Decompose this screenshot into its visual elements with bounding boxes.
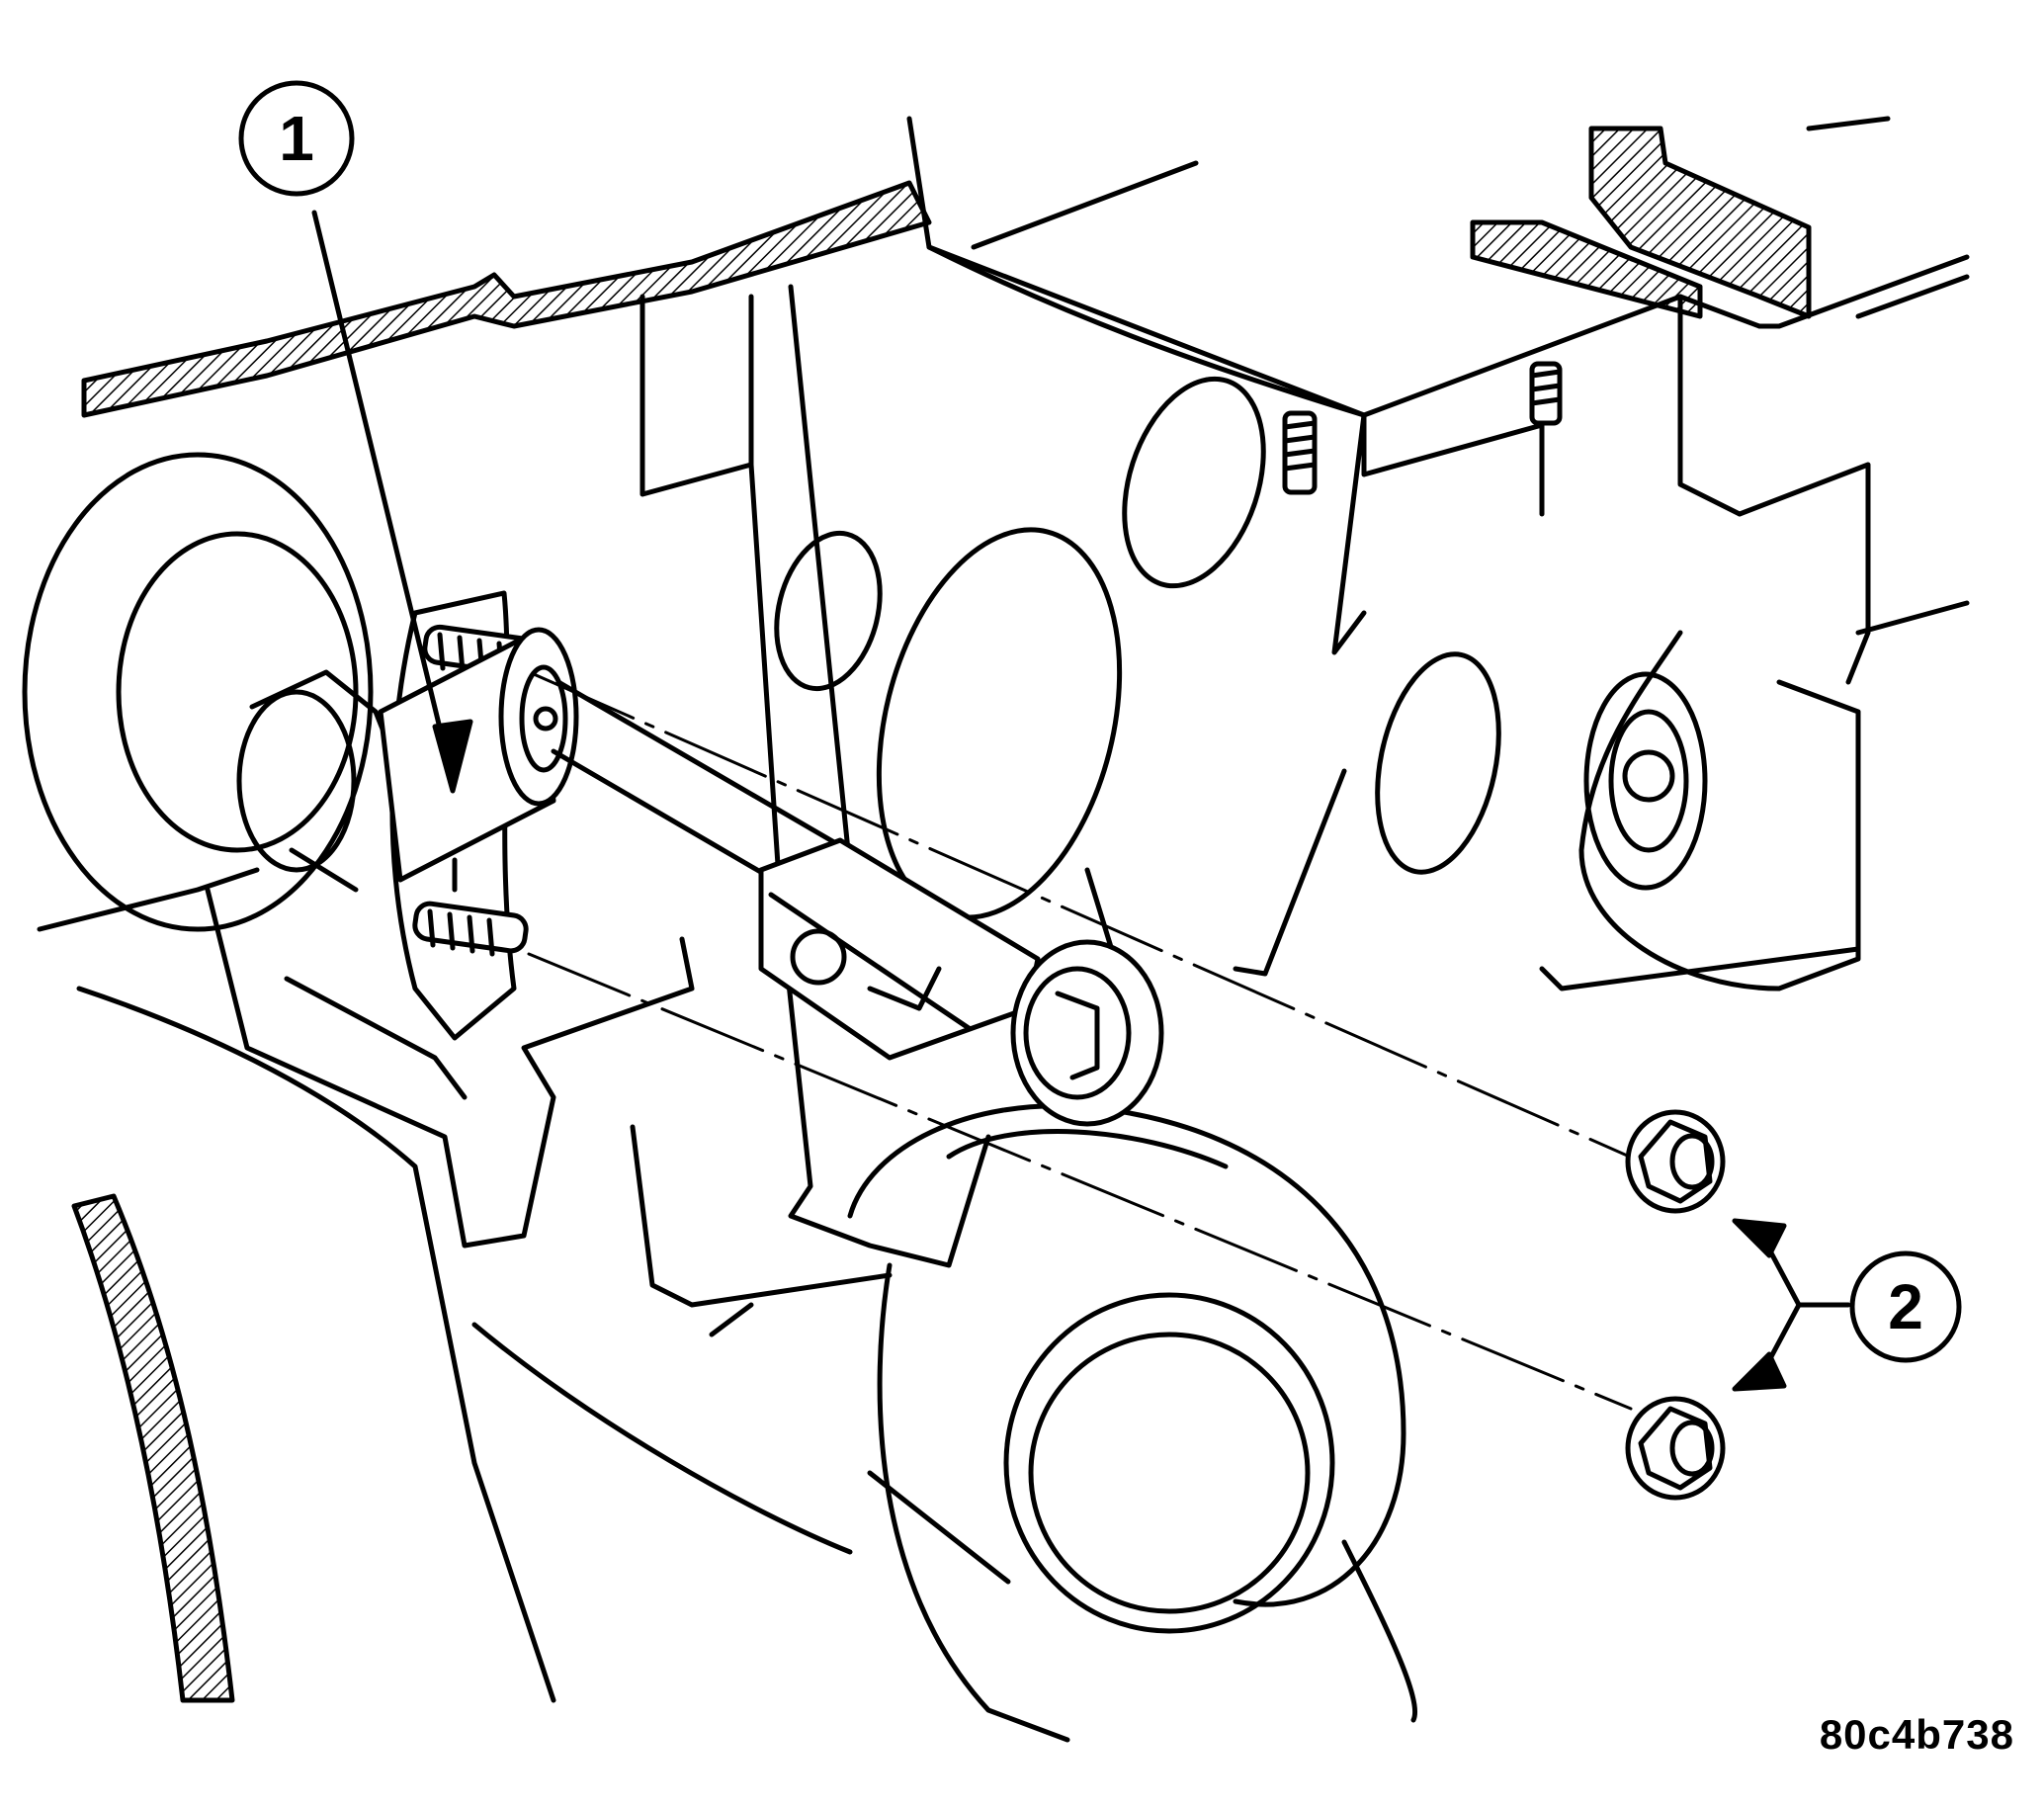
shaft-bearing	[378, 627, 579, 883]
upper-studs	[1282, 361, 1563, 495]
callout-2: 2	[1849, 1250, 1962, 1363]
callout-1-number: 1	[279, 103, 314, 174]
lower-bracket	[205, 887, 1011, 1585]
figure-code: 80c4b738	[1819, 1711, 2014, 1758]
steering-column-end	[22, 452, 556, 1703]
nut-lower	[1625, 1396, 1726, 1501]
right-mount-ear	[1539, 600, 1970, 991]
callout-1: 1	[238, 80, 355, 197]
callout-1-leader	[311, 210, 473, 794]
hatched-section-bottom-left	[71, 1193, 235, 1703]
pedal-bracket	[639, 284, 1501, 1268]
nut-upper	[1625, 1109, 1726, 1214]
hatched-section-left	[81, 180, 932, 418]
callout-2-number: 2	[1888, 1271, 1923, 1342]
alignment-lines	[527, 672, 1643, 1411]
callout-2-leader	[1732, 1218, 1851, 1392]
u-joint-clamp	[758, 837, 1164, 1127]
hatched-section-right	[1470, 126, 1812, 319]
air-duct	[847, 1103, 1417, 1743]
dash-panel-housing	[906, 116, 1970, 685]
